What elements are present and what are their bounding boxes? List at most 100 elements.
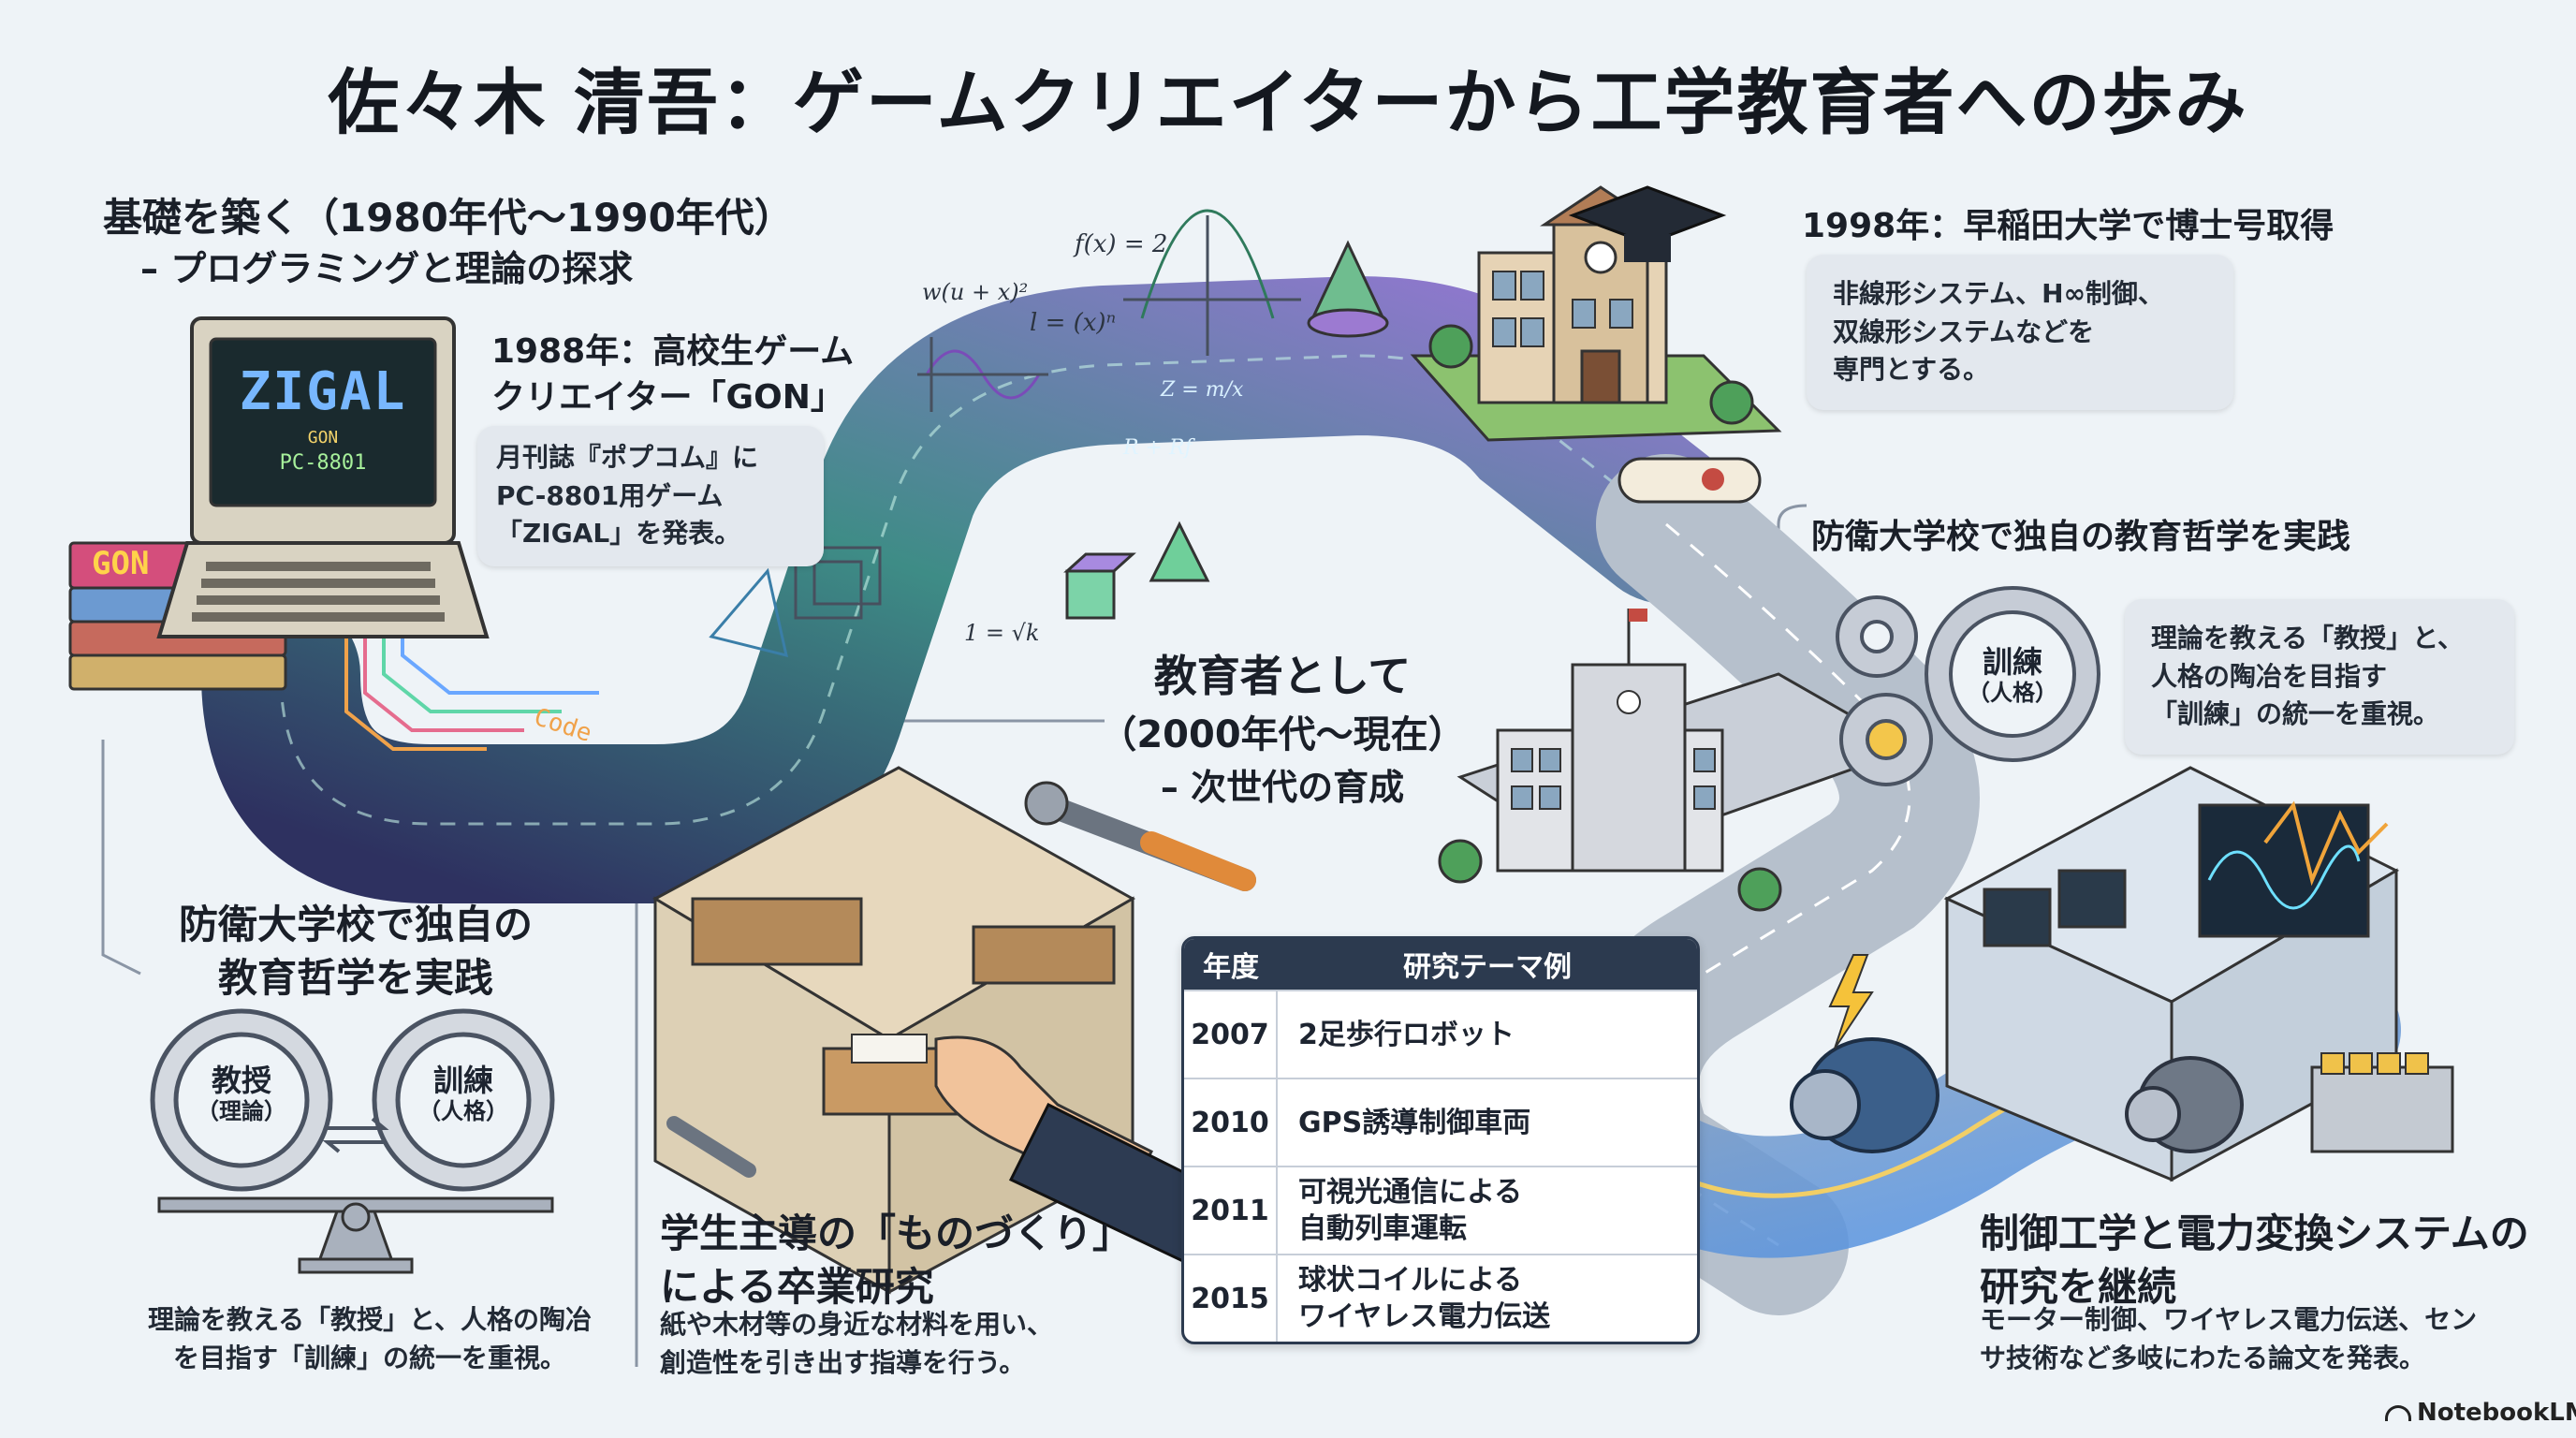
notebooklm-logo: NotebookLM (2385, 1399, 2576, 1427)
foundation-heading: 基礎を築く（1980年代〜1990年代） – プログラミングと理論の探求 (103, 192, 794, 293)
formula-5: R + Rf (1123, 436, 1193, 460)
notebooklm-icon (2385, 1404, 2411, 1421)
nda-left-desc-line1: 理論を教える「教授」と、人格の陶冶 (147, 1304, 593, 1335)
academy-building (1438, 609, 1913, 912)
control-description: モーター制御、ワイヤレス電力伝送、セン サ技術など多岐にわたる論文を発表。 (1980, 1301, 2477, 1377)
lightning-icon (1828, 954, 1874, 1049)
monozukuri-desc-line2: 創造性を引き出す指導を行う。 (660, 1346, 1026, 1378)
phd-desc-line2: 双線形システムなどを (1833, 315, 2095, 347)
gear-icon-right-3 (1925, 586, 2100, 762)
gear-training-label: 訓練 （人格） (407, 1063, 520, 1125)
educator-heading: 教育者として （2000年代〜現在） – 次世代の育成 (1095, 642, 1470, 810)
gear-icon-right-2 (1839, 693, 1933, 786)
math-doodles (709, 209, 1301, 658)
col-year: 年度 (1203, 951, 1259, 984)
motor-2 (2125, 1056, 2244, 1153)
nda-right-desc-line3: 「訓練」の統一を重視。 (2151, 698, 2440, 730)
cone-shape (1307, 240, 1389, 338)
formula-1: f(x) = 2 (1075, 230, 1168, 258)
phd-heading: 1998年：早稲田大学で博士号取得 (1802, 207, 2334, 245)
gear-professor-line1: 教授 (211, 1063, 271, 1098)
table-row: 2015 球状コイルによる ワイヤレス電力伝送 (1184, 1254, 1697, 1342)
nda-right-gear-line1: 訓練 (1982, 644, 2042, 680)
gear-professor-line2: （理論） (197, 1098, 286, 1125)
row-year: 2015 (1184, 1255, 1278, 1342)
diploma-scroll (1617, 457, 1762, 504)
row-theme: 球状コイルによる ワイヤレス電力伝送 (1278, 1262, 1697, 1335)
monozukuri-description: 紙や木材等の身近な材料を用い、 創造性を引き出す指導を行う。 (660, 1306, 1053, 1382)
swap-arrows-icon (322, 1117, 389, 1153)
research-table: 年度 研究テーマ例 2007 2足歩行ロボット 2010 GPS誘導制御車両 2… (1181, 936, 1700, 1344)
nda-left-heading-line1: 防衛大学校で独自の (178, 902, 533, 947)
foundation-title: 基礎を築く（1980年代〜1990年代） (103, 195, 794, 241)
gear-professor-label: 教授 （理論） (185, 1063, 298, 1125)
control-heading-line1: 制御工学と電力変換システムの (1980, 1211, 2529, 1256)
pyramid-shape (1149, 521, 1210, 582)
nda-left-heading: 防衛大学校で独自の 教育哲学を実践 (168, 899, 543, 1005)
motor-1 (1790, 1037, 1939, 1153)
nda-right-description: 理論を教える「教授」と、 人格の陶冶を目指す 「訓練」の統一を重視。 (2125, 599, 2514, 755)
nda-right-heading: 防衛大学校で独自の教育哲学を実践 (1811, 518, 2351, 556)
row-theme-line1: GPS誘導制御車両 (1298, 1106, 1531, 1139)
control-desc-line2: サ技術など多岐にわたる論文を発表。 (1980, 1342, 2426, 1373)
gear-icon-professor (150, 1008, 333, 1192)
row-theme-line1: 球状コイルによる (1298, 1264, 1523, 1297)
nda-right-gear-label: 訓練 （人格） (1964, 644, 2061, 707)
monozukuri-heading-line1: 学生主導の「ものづくり」 (660, 1211, 1133, 1256)
nda-left-description: 理論を教える「教授」と、人格の陶冶 を目指す「訓練」の統一を重視。 (126, 1301, 613, 1377)
formula-2: w(u + x)² (922, 279, 1029, 305)
control-heading: 制御工学と電力変換システムの 研究を継続 (1980, 1208, 2529, 1313)
row-theme-line1: 可視光通信による (1298, 1176, 1523, 1209)
table-row: 2011 可視光通信による 自動列車運転 (1184, 1166, 1697, 1254)
gon-heading: 1988年：高校生ゲーム クリエイター「GON」 (491, 330, 854, 420)
row-theme-line2: ワイヤレス電力伝送 (1298, 1300, 1551, 1333)
foundation-subtitle: – プログラミングと理論の探求 (140, 247, 634, 289)
educator-line2: （2000年代〜現在） (1099, 713, 1466, 756)
formula-6: 1 = √k (964, 620, 1040, 646)
row-theme: GPS誘導制御車両 (1278, 1105, 1697, 1141)
balance-scale-icon (157, 1196, 554, 1274)
educator-line3: – 次世代の育成 (1160, 767, 1405, 808)
row-year: 2007 (1184, 991, 1278, 1078)
gear-training-line2: （人格） (418, 1098, 508, 1125)
row-theme: 可視光通信による 自動列車運転 (1278, 1174, 1697, 1247)
page-title: 佐々木 清吾：ゲームクリエイターから工学教育者への歩み (328, 61, 2248, 144)
gon-heading-line1: 1988年：高校生ゲーム (491, 332, 855, 371)
hand-illustration (934, 1035, 1219, 1267)
research-table-header: 年度 研究テーマ例 (1184, 939, 1697, 990)
gear-training-line1: 訓練 (432, 1063, 493, 1098)
gon-heading-line2: クリエイター「GON」 (491, 377, 844, 417)
cube-shape (1063, 552, 1136, 620)
brand-name: NotebookLM (2417, 1399, 2576, 1427)
table-row: 2007 2足歩行ロボット (1184, 990, 1697, 1078)
monozukuri-heading-line2: による卒業研究 (660, 1263, 934, 1310)
gear-icon-right-1 (1836, 595, 1918, 678)
retro-computer (156, 316, 490, 638)
gon-description: 月刊誌『ポプコム』に PC-8801用ゲーム 「ZIGAL」を発表。 (477, 426, 824, 566)
row-theme-line1: 2足歩行ロボット (1298, 1018, 1515, 1051)
control-desc-line1: モーター制御、ワイヤレス電力伝送、セン (1980, 1304, 2478, 1335)
row-year: 2011 (1184, 1167, 1278, 1254)
col-theme: 研究テーマ例 (1403, 951, 1572, 984)
book-cover-title: GON (92, 545, 150, 582)
connector-line-left (101, 740, 141, 976)
row-theme: 2足歩行ロボット (1278, 1017, 1697, 1053)
nda-right-desc-line2: 人格の陶冶を目指す (2151, 660, 2388, 692)
monozukuri-desc-line1: 紙や木材等の身近な材料を用い、 (660, 1309, 1054, 1340)
table-row: 2010 GPS誘導制御車両 (1184, 1078, 1697, 1166)
battery-block (2310, 1052, 2454, 1153)
gon-desc-line2: PC-8801用ゲーム (496, 479, 724, 511)
row-year: 2010 (1184, 1079, 1278, 1166)
phd-desc-line1: 非線形システム、H∞制御、 (1833, 278, 2164, 309)
monozukuri-heading: 学生主導の「ものづくり」 による卒業研究 (660, 1208, 1132, 1313)
screen-title: ZIGAL (239, 361, 407, 422)
formula-4: Z = m/x (1161, 378, 1244, 402)
gon-desc-line3: 「ZIGAL」を発表。 (496, 518, 741, 550)
wrench-icon (1024, 781, 1256, 891)
phd-description: 非線形システム、H∞制御、 双線形システムなどを 専門とする。 (1807, 255, 2233, 410)
row-theme-line2: 自動列車運転 (1298, 1212, 1467, 1245)
signal-wave (2263, 800, 2389, 887)
connector-line-right (1777, 504, 1808, 571)
screen-line2: PC-8801 (279, 451, 367, 475)
gon-desc-line1: 月刊誌『ポプコム』に (496, 442, 759, 473)
